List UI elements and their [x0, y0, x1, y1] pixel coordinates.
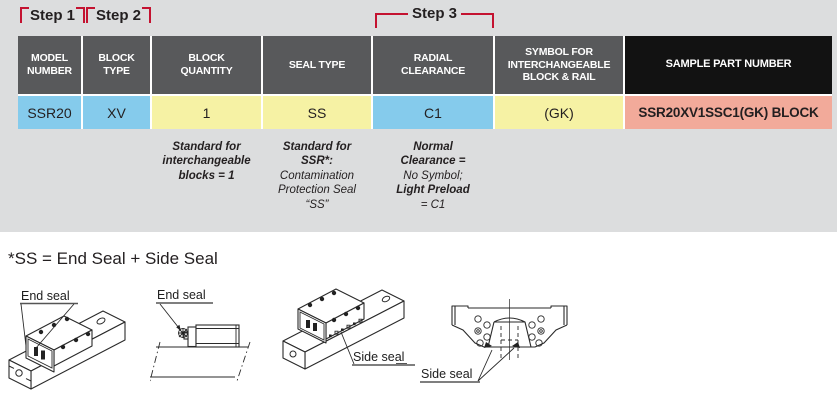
figure-side-seal-cross-section: Side seal [418, 298, 583, 400]
figure-end-seal-isometric: End seal [8, 288, 158, 400]
bracket-line [377, 13, 408, 15]
value-sample-part-number: SSR20XV1SSC1(GK) BLOCK [625, 96, 832, 129]
linear-guide-side-seal-drawing-icon: Side seal [282, 288, 415, 370]
centerline-tail [396, 363, 407, 364]
header-block-quantity: BLOCK QUANTITY [152, 36, 261, 94]
part-number-table: MODEL NUMBER BLOCK TYPE BLOCK QUANTITY S… [18, 36, 832, 129]
note-seal-type: Standard for SSR*: Contamination Protect… [278, 141, 356, 211]
value-radial-clearance: C1 [373, 96, 493, 129]
header-model-number: MODEL NUMBER [18, 36, 81, 94]
bracket-corner-left [86, 7, 95, 23]
figure-side-seal-isometric: Side seal [282, 283, 424, 401]
value-block-quantity: 1 [152, 96, 261, 129]
side-seal-label: Side seal [353, 350, 404, 364]
bracket-corner-left [20, 7, 29, 23]
block-cross-section-drawing-icon: Side seal [420, 299, 568, 383]
note-block-quantity: Standard for interchangeable blocks = 1 [162, 141, 251, 182]
linear-guide-end-seal-drawing-icon: End seal [8, 289, 126, 390]
step-3-bracket: Step 3 [375, 5, 495, 29]
bracket-tick-right [492, 13, 495, 28]
value-model-number: SSR20 [18, 96, 81, 129]
step-2-bracket: Step 2 [86, 7, 152, 26]
value-seal-type: SS [263, 96, 371, 129]
step-1-label: Step 1 [30, 7, 76, 24]
value-block-type: XV [83, 96, 150, 129]
end-seal-side-view-drawing-icon: End seal [150, 288, 251, 382]
step-3-label: Step 3 [412, 5, 458, 22]
bracket-corner-right [76, 7, 86, 23]
header-block-type: BLOCK TYPE [83, 36, 150, 94]
bracket-line [461, 13, 493, 15]
value-interchangeable-symbol: (GK) [495, 96, 623, 129]
bracket-tick-left [375, 13, 377, 28]
side-seal-label: Side seal [421, 367, 472, 381]
step-2-label: Step 2 [96, 7, 142, 24]
ss-definition-footnote: *SS = End Seal + Side Seal [8, 249, 218, 268]
note-radial-clearance: Normal Clearance = No Symbol; Light Prel… [396, 141, 470, 211]
header-sample-part-number: SAMPLE PART NUMBER [625, 36, 832, 94]
step-1-bracket: Step 1 [20, 7, 86, 26]
end-seal-label: End seal [21, 289, 70, 303]
bracket-corner-right [142, 7, 152, 23]
end-seal-label: End seal [157, 288, 206, 302]
header-seal-type: SEAL TYPE [263, 36, 371, 94]
header-interchangeable-symbol: SYMBOL FOR INTERCHANGEABLE BLOCK & RAIL [495, 36, 623, 94]
figure-end-seal-side-view: End seal [150, 288, 280, 400]
header-radial-clearance: RADIAL CLEARANCE [373, 36, 493, 94]
